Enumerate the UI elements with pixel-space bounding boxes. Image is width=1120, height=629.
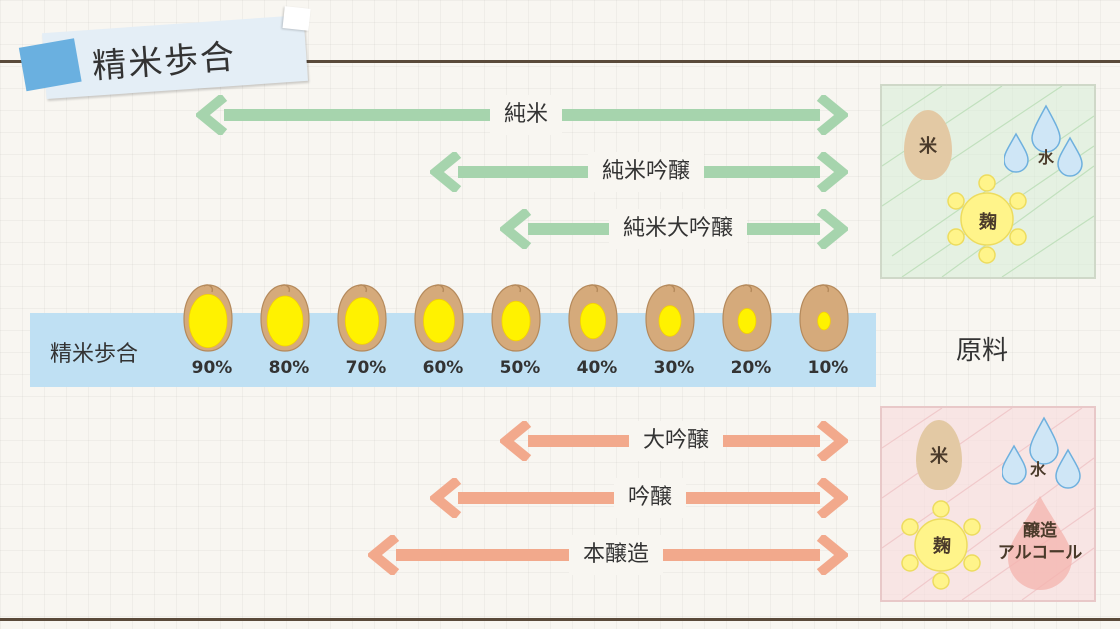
top-rule bbox=[0, 60, 1120, 63]
ingredients-title: 原料 bbox=[956, 336, 1009, 366]
rice-grain-90pct bbox=[182, 283, 234, 353]
percent-label: 30% bbox=[653, 358, 695, 378]
arrow-label-junmai-daiginjo: 純米大吟醸 bbox=[608, 209, 748, 249]
arrow-daiginjo: 大吟醸 bbox=[500, 421, 848, 461]
page-title: 精米歩合 bbox=[91, 37, 238, 87]
percent-label: 80% bbox=[268, 358, 310, 378]
water-label: 水 bbox=[1029, 460, 1046, 479]
rice-grain-40pct bbox=[567, 283, 619, 353]
arrow-label-junmai: 純米 bbox=[489, 95, 563, 135]
arrow-honjozo: 本醸造 bbox=[368, 535, 848, 575]
water-drops-icon bbox=[1004, 104, 1083, 177]
rice-grain-20pct bbox=[721, 283, 773, 353]
koji-star-icon bbox=[947, 174, 1027, 264]
bottom-rule bbox=[0, 618, 1120, 621]
percent-label: 50% bbox=[499, 358, 541, 378]
alcohol-drop-icon bbox=[1008, 496, 1072, 590]
arrow-label-honjozo: 本醸造 bbox=[568, 535, 664, 575]
percent-label: 10% bbox=[807, 358, 849, 378]
arrow-junmai-daiginjo: 純米大吟醸 bbox=[500, 209, 848, 249]
ingredients-panel-other: 米 水 麹 醸造 アルコール bbox=[880, 406, 1096, 602]
water-drops-icon bbox=[1002, 416, 1081, 489]
arrow-label-daiginjo: 大吟醸 bbox=[628, 421, 724, 461]
rice-label: 米 bbox=[919, 136, 937, 157]
rice-grain-icon bbox=[916, 420, 962, 490]
percent-label: 40% bbox=[576, 358, 618, 378]
rice-grain-50pct bbox=[490, 283, 542, 353]
arrow-label-junmai-ginjo: 純米吟醸 bbox=[587, 152, 705, 192]
rice-grain-10pct bbox=[798, 283, 850, 353]
koji-label: 麹 bbox=[979, 212, 997, 233]
koji-label: 麹 bbox=[933, 536, 951, 557]
rice-label: 米 bbox=[930, 446, 948, 467]
alcohol-label: 醸造 アルコール bbox=[997, 521, 1083, 563]
arrow-junmai: 純米 bbox=[196, 95, 848, 135]
percent-label: 90% bbox=[191, 358, 233, 378]
rice-grain-icon bbox=[904, 110, 952, 180]
rice-grain-80pct bbox=[259, 283, 311, 353]
ingredients-panel-junmai: 米 水 麹 bbox=[880, 84, 1096, 279]
rice-grain-30pct bbox=[644, 283, 696, 353]
percent-label: 70% bbox=[345, 358, 387, 378]
arrow-ginjo: 吟醸 bbox=[430, 478, 848, 518]
arrow-junmai-ginjo: 純米吟醸 bbox=[430, 152, 848, 192]
percent-label: 60% bbox=[422, 358, 464, 378]
percent-label: 20% bbox=[730, 358, 772, 378]
water-label: 水 bbox=[1037, 148, 1054, 167]
arrow-label-ginjo: 吟醸 bbox=[613, 478, 687, 518]
polishing-label: 精米歩合 bbox=[50, 342, 139, 367]
rice-grain-70pct bbox=[336, 283, 388, 353]
koji-star-icon bbox=[901, 500, 981, 590]
rice-grain-60pct bbox=[413, 283, 465, 353]
